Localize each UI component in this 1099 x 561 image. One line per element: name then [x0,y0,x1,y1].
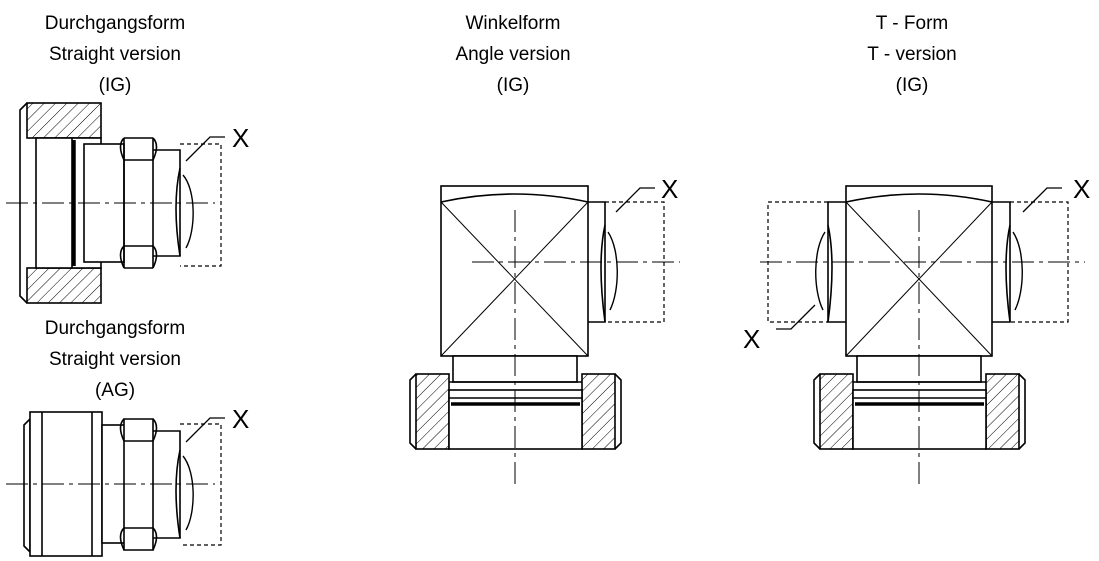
break-curve [1012,231,1023,311]
hatched-nut-right [581,373,616,450]
caption-en: Straight version [48,349,181,370]
break-curve [182,455,194,531]
caption-de: Winkelform [465,13,561,34]
hatched-nut-top [26,102,102,139]
leader-line-right [1022,187,1062,213]
marker-label-right: X [1073,174,1090,204]
leader-line [185,417,225,443]
break-curve [815,231,826,311]
marker-label: X [232,123,249,153]
leader-line [185,136,225,162]
caption-straight-ag: Durchgangsform Straight version (AG) [0,313,230,406]
caption-en: Straight version [48,44,181,65]
leader-line-left [776,304,816,330]
break-curve [182,174,194,249]
caption-t-ig: T - Form T - version (IG) [797,8,1027,101]
marker-frame [180,423,222,546]
marker-label-left: X [743,324,760,354]
caption-de: T - Form [875,13,949,34]
caption-code: (AG) [94,380,136,401]
break-curve [607,231,618,311]
caption-en: Angle version [455,44,571,65]
caption-code: (IG) [98,75,132,96]
caption-de: Durchgangsform [44,13,186,34]
caption-code: (IG) [496,75,530,96]
hatched-nut-left [415,373,450,450]
marker-frame-right [1010,201,1069,323]
hatched-nut-left [819,373,854,450]
caption-code: (IG) [895,75,929,96]
caption-en: T - version [867,44,957,65]
hatched-nut-bottom [26,267,102,304]
marker-label: X [232,404,249,434]
marker-label: X [661,174,678,204]
caption-de: Durchgangsform [44,318,186,339]
caption-straight-ig: Durchgangsform Straight version (IG) [0,8,230,101]
marker-frame [180,143,222,267]
leader-line [615,187,655,213]
hatched-nut-right [985,373,1020,450]
caption-angle-ig: Winkelform Angle version (IG) [398,8,628,101]
